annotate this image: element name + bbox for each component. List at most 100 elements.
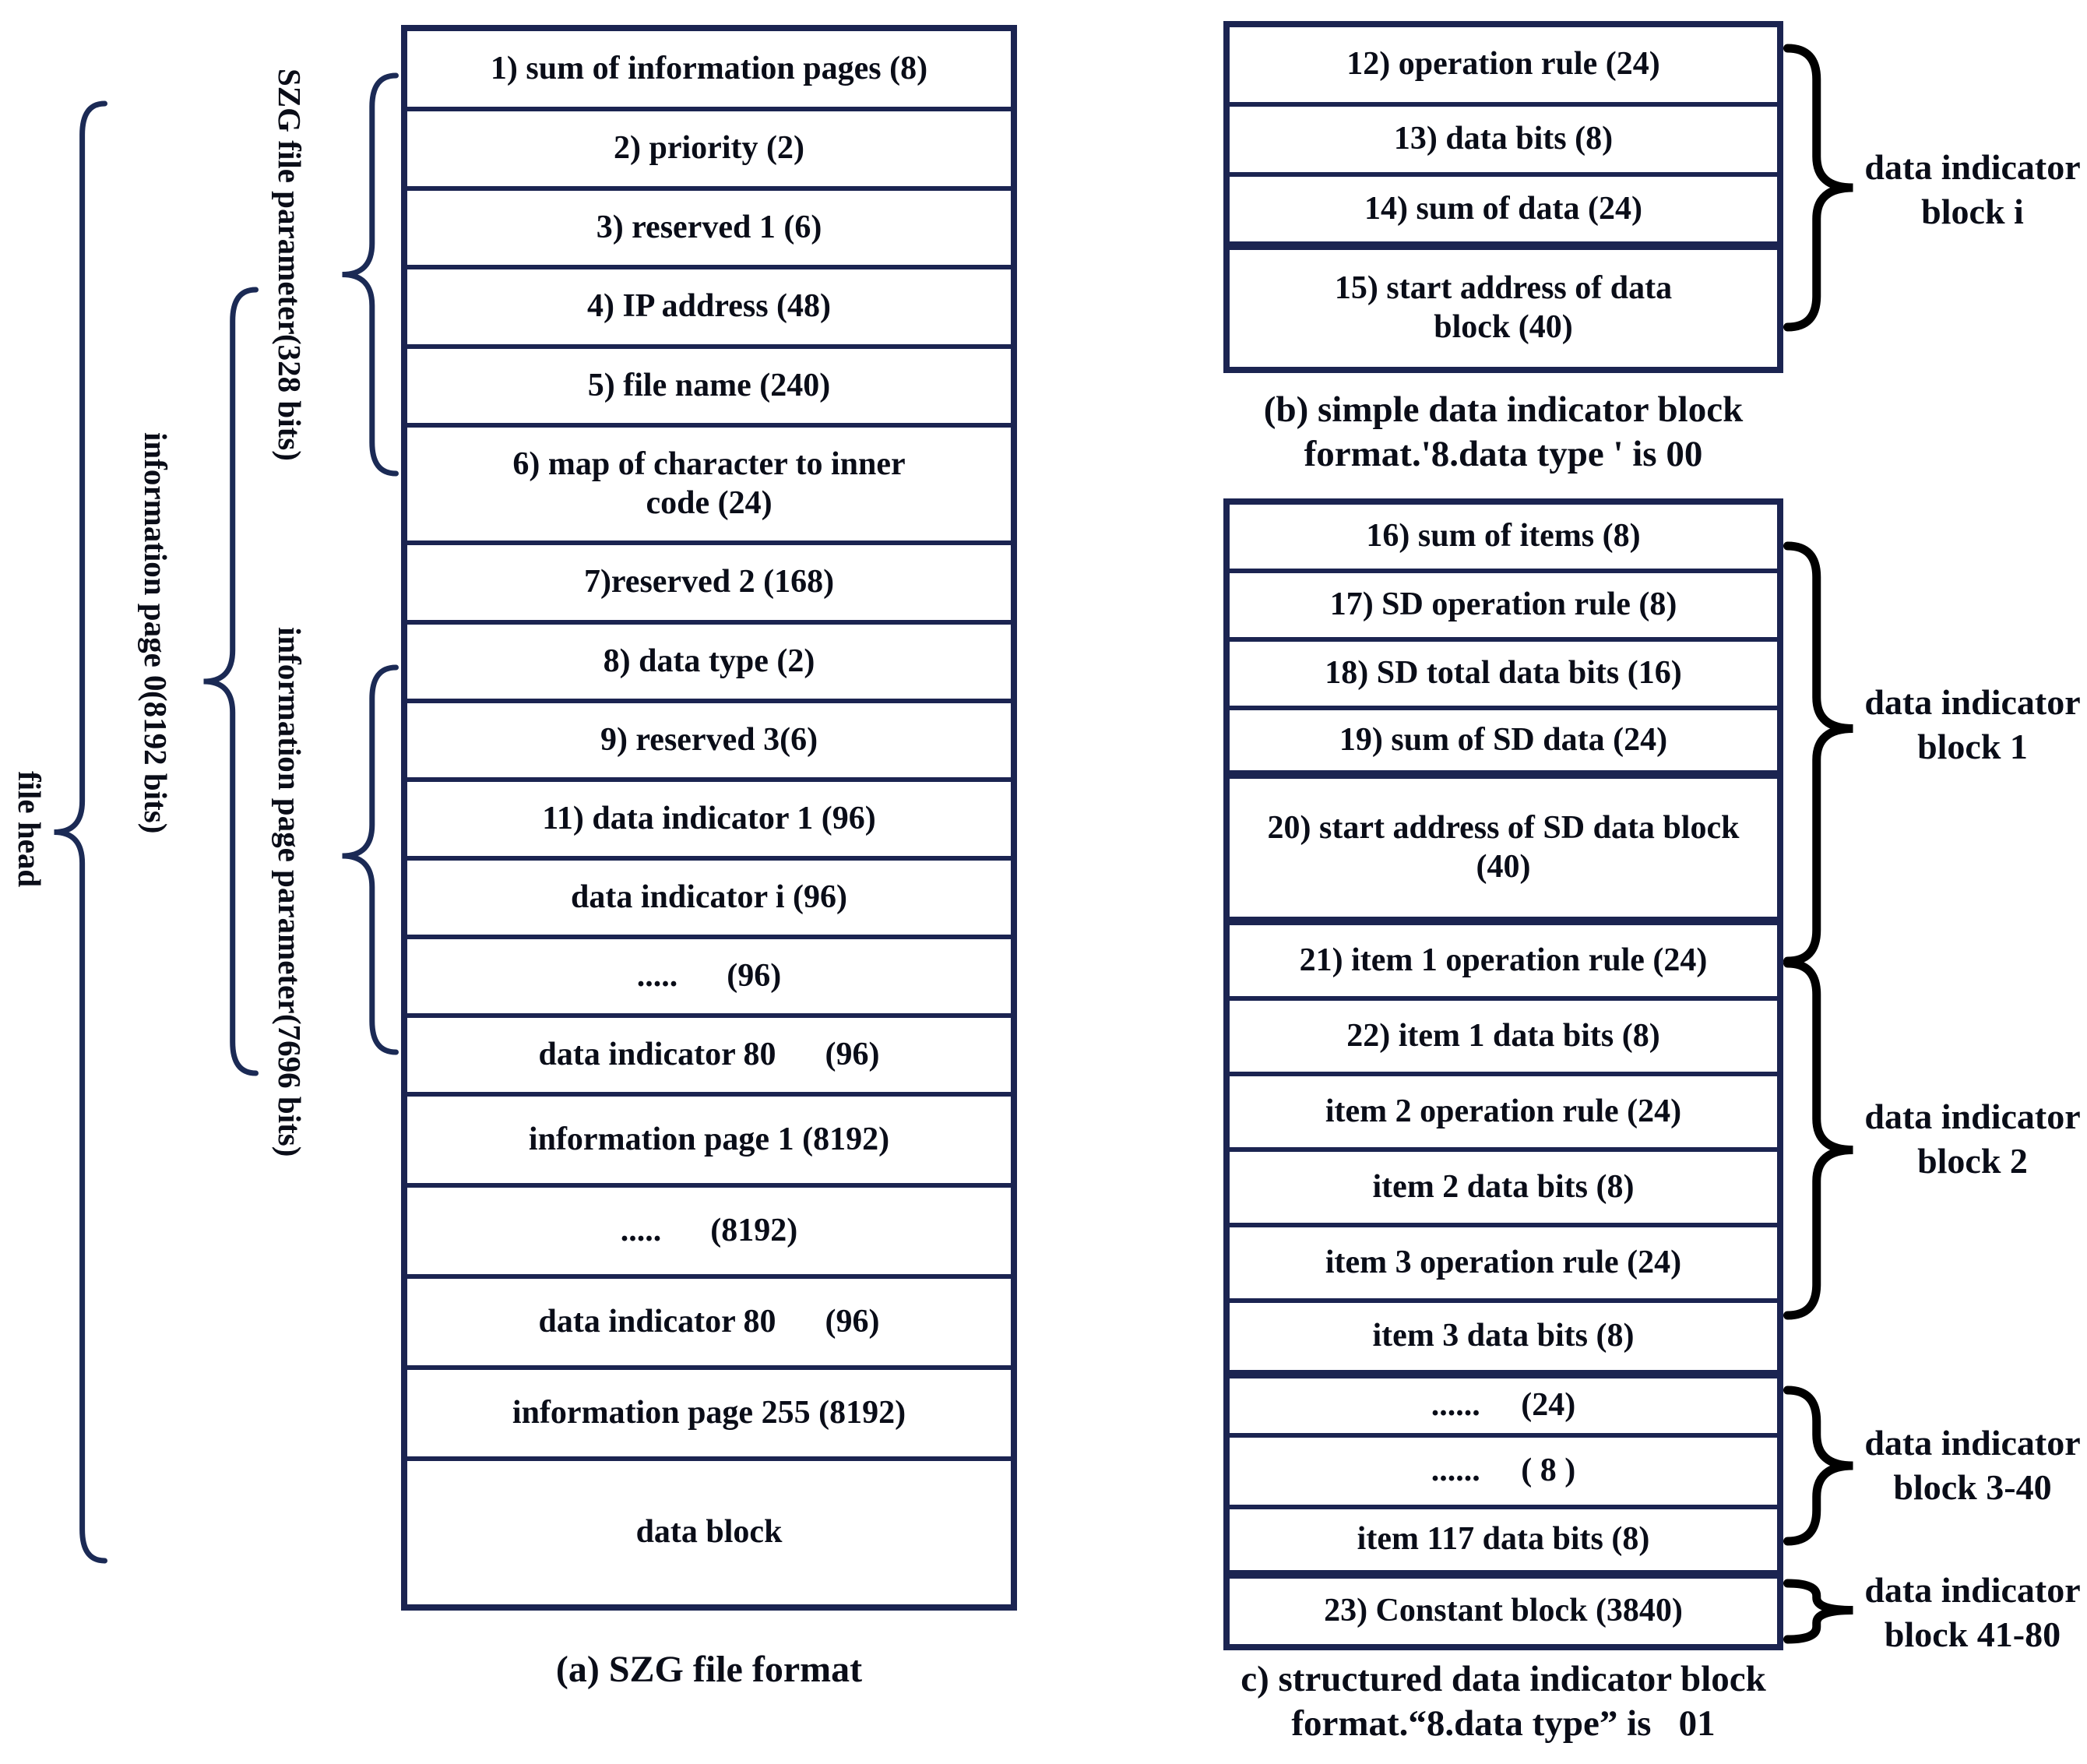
label-block-3-40-line1: data indicator <box>1864 1423 2081 1463</box>
label-szg-file-parameter: SZG file parameter (328 bits) <box>248 69 332 461</box>
label-info-param-title: information page parameter <box>272 627 308 1014</box>
field-label: 11) data indicator 1 (96) <box>542 800 876 836</box>
table-row: ..... (8192) <box>407 1188 1011 1279</box>
label-info-page0-title: information page 0 <box>138 431 174 692</box>
curly-brace-block-2 <box>1783 959 1853 1320</box>
label-file-head-text: file head <box>12 771 48 888</box>
field-label: ..... (8192) <box>620 1212 798 1248</box>
field-label: 22) item 1 data bits (8) <box>1346 1017 1660 1054</box>
table-row: item 2 operation rule (24) <box>1230 1076 1777 1152</box>
label-block-i-line1: data indicator <box>1864 147 2081 187</box>
table-row: 18) SD total data bits (16) <box>1230 642 1777 710</box>
label-block-i-line2: block i <box>1921 192 2024 231</box>
label-szg-param-title: SZG file parameter <box>272 68 308 335</box>
table-row: item 117 data bits (8) <box>1230 1509 1777 1579</box>
field-label: 5) file name (240) <box>587 367 831 403</box>
field-label: item 2 data bits (8) <box>1372 1168 1635 1205</box>
caption-table-c: c) structured data indicator block forma… <box>1223 1657 1783 1746</box>
caption-c-line2: format.“8.data type” is 01 <box>1291 1703 1716 1744</box>
table-row: ...... ( 8 ) <box>1230 1438 1777 1509</box>
label-data-indicator-block-1: data indicator block 1 <box>1844 680 2087 769</box>
field-label: item 3 data bits (8) <box>1372 1318 1635 1354</box>
table-structured-data-indicator-block: 16) sum of items (8) 17) SD operation ru… <box>1223 498 1783 1650</box>
field-label: 9) reserved 3(6) <box>600 721 818 758</box>
field-label: item 117 data bits (8) <box>1357 1521 1650 1558</box>
table-row: item 3 operation rule (24) <box>1230 1227 1777 1303</box>
label-block-2-line1: data indicator <box>1864 1097 2081 1136</box>
table-row: information page 1 (8192) <box>407 1097 1011 1188</box>
table-row: ...... (24) <box>1230 1378 1777 1438</box>
label-data-indicator-block-2: data indicator block 2 <box>1844 1094 2087 1183</box>
field-label: data indicator i (96) <box>570 878 848 915</box>
table-row: 4) IP address (48) <box>407 269 1011 349</box>
field-label: ..... (96) <box>636 957 782 994</box>
label-file-head: file head <box>8 744 51 915</box>
field-label: 1) sum of information pages (8) <box>490 50 928 86</box>
field-label: information page 255 (8192) <box>512 1394 906 1431</box>
table-row: 6) map of character to inner code (24) <box>407 428 1011 545</box>
curly-brace-file-head <box>54 100 107 1564</box>
field-label: 17) SD operation rule (8) <box>1329 586 1677 623</box>
label-block-2-line2: block 2 <box>1917 1141 2028 1181</box>
field-label: 4) IP address (48) <box>586 288 832 325</box>
table-row: data indicator 80 (96) <box>407 1279 1011 1370</box>
table-row: 21) item 1 operation rule (24) <box>1230 925 1777 1001</box>
field-label: 20) start address of SD data block (40) <box>1267 809 1740 885</box>
table-row: 9) reserved 3(6) <box>407 703 1011 782</box>
table-row: 7)reserved 2 (168) <box>407 545 1011 625</box>
table-row: item 2 data bits (8) <box>1230 1152 1777 1227</box>
field-label: 6) map of character to inner code (24) <box>512 445 906 521</box>
table-simple-data-indicator-block: 12) operation rule (24) 13) data bits (8… <box>1223 21 1783 373</box>
table-row: 5) file name (240) <box>407 349 1011 428</box>
curly-brace-information-page-0 <box>203 287 259 1076</box>
table-row: item 3 data bits (8) <box>1230 1303 1777 1378</box>
curly-brace-block-i <box>1783 44 1853 332</box>
table-row: 1) sum of information pages (8) <box>407 31 1011 111</box>
caption-b-line1: (b) simple data indicator block <box>1263 389 1744 430</box>
field-label: item 2 operation rule (24) <box>1325 1093 1682 1129</box>
table-row: 12) operation rule (24) <box>1230 27 1777 107</box>
table-row: data indicator i (96) <box>407 861 1011 939</box>
field-label: 23) Constant block (3840) <box>1324 1593 1683 1629</box>
field-label: 19) sum of SD data (24) <box>1339 721 1668 758</box>
table-row: 11) data indicator 1 (96) <box>407 782 1011 861</box>
field-label: item 3 operation rule (24) <box>1325 1244 1682 1280</box>
table-szg-file-format: 1) sum of information pages (8) 2) prior… <box>401 25 1017 1611</box>
table-row: information page 255 (8192) <box>407 1370 1011 1461</box>
label-info-page0-bits: (8192 bits) <box>138 691 174 834</box>
field-label: 13) data bits (8) <box>1393 121 1614 157</box>
caption-c-line1: c) structured data indicator block <box>1241 1659 1766 1699</box>
table-row: 3) reserved 1 (6) <box>407 191 1011 269</box>
field-label: data indicator 80 (96) <box>538 1036 880 1072</box>
caption-a-text: (a) SZG file format <box>555 1649 863 1690</box>
label-information-page-0: information page 0 (8192 bits) <box>114 432 198 834</box>
field-label: 2) priority (2) <box>614 130 804 167</box>
table-row: 19) sum of SD data (24) <box>1230 710 1777 779</box>
label-data-indicator-block-i: data indicator block i <box>1844 145 2087 234</box>
table-row: 23) Constant block (3840) <box>1230 1579 1777 1644</box>
curly-brace-block-1 <box>1783 541 1853 966</box>
field-label: 12) operation rule (24) <box>1346 46 1660 83</box>
field-label: information page 1 (8192) <box>528 1121 890 1157</box>
field-label: 7)reserved 2 (168) <box>583 564 835 600</box>
table-row: 14) sum of data (24) <box>1230 177 1777 250</box>
table-row: 15) start address of data block (40) <box>1230 250 1777 367</box>
label-block-41-80-line2: block 41-80 <box>1884 1614 2061 1654</box>
caption-table-a: (a) SZG file format <box>401 1647 1017 1692</box>
table-row: 8) data type (2) <box>407 625 1011 703</box>
curly-brace-information-page-parameter <box>342 664 399 1055</box>
field-label: data block <box>635 1514 783 1551</box>
table-row: data indicator 80 (96) <box>407 1018 1011 1097</box>
field-label: 15) start address of data block (40) <box>1334 270 1673 345</box>
field-label: 3) reserved 1 (6) <box>596 209 822 245</box>
field-label: 21) item 1 operation rule (24) <box>1299 942 1708 978</box>
label-szg-param-bits: (328 bits) <box>272 334 308 462</box>
label-data-indicator-block-3-40: data indicator block 3-40 <box>1844 1421 2087 1509</box>
table-row: 20) start address of SD data block (40) <box>1230 779 1777 925</box>
label-information-page-parameter: information page parameter (7696 bits) <box>248 627 332 1157</box>
field-label: 18) SD total data bits (16) <box>1325 655 1682 692</box>
field-label: data indicator 80 (96) <box>538 1303 880 1340</box>
caption-b-line2: format.'8.data type ' is 00 <box>1304 434 1703 474</box>
table-row: data block <box>407 1461 1011 1604</box>
